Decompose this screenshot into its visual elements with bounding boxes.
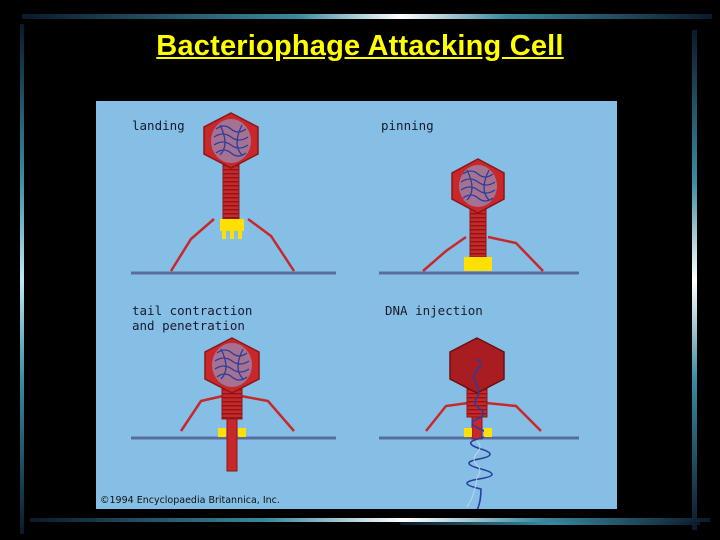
tail-fiber [169, 218, 215, 272]
tail-fiber [247, 217, 296, 272]
tail-fiber [179, 394, 224, 432]
baseplate [464, 428, 472, 437]
stage-pinning [379, 158, 579, 275]
stage-dna-injection [379, 337, 579, 509]
frame-right-bar [692, 30, 697, 530]
baseplate [464, 257, 492, 271]
phage-tail [222, 160, 240, 220]
phage-illustration: landing pinning tail contraction and pen… [96, 101, 617, 509]
baseplate [218, 428, 226, 437]
label-dna-injection: DNA injection [385, 303, 483, 318]
stage-landing [131, 112, 336, 275]
frame-bottom-bar [30, 518, 710, 522]
phage-stages-diagram [131, 112, 579, 509]
tail-fiber [422, 235, 467, 272]
stage-tail-contraction [131, 337, 336, 472]
frame-bottom-bar-2 [400, 522, 700, 525]
tail-fiber [240, 394, 295, 432]
tail-fiber [485, 401, 542, 432]
phage-tail [469, 206, 487, 258]
tail-fiber [425, 401, 469, 432]
label-landing: landing [132, 118, 185, 133]
slide-title: Bacteriophage Attacking Cell [156, 30, 564, 62]
dna-coil [460, 169, 496, 202]
label-tail-contraction-line1: tail contraction [132, 303, 253, 318]
baseplate [220, 219, 244, 231]
label-pinning: pinning [381, 118, 434, 133]
label-tail-contraction-line2: and penetration [132, 318, 245, 333]
empty-phage-head [449, 337, 505, 394]
frame-left-bar [20, 24, 24, 534]
dna-coil [214, 348, 250, 381]
copyright-notice: ©1994 Encyclopaedia Britannica, Inc. [100, 495, 280, 506]
tail-fiber [487, 235, 544, 272]
frame-top-bar [22, 14, 712, 19]
dna-coil [213, 124, 249, 157]
